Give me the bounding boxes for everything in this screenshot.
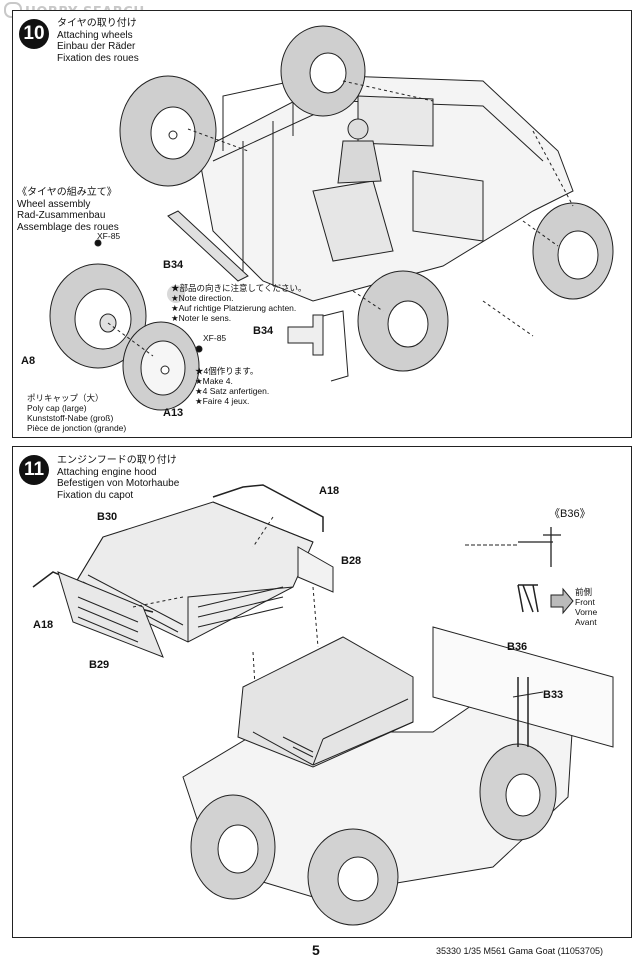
make-note-en: ★Make 4. (195, 376, 233, 386)
sub-title-jp: 《タイヤの組み立て》 (17, 187, 117, 198)
step-number: 11 (23, 459, 45, 480)
paint-code-2: XF-85 (203, 333, 227, 343)
step-title-fr: Fixation des roues (57, 52, 139, 64)
paint-code-1: XF-85 (97, 231, 121, 241)
direction-note-en: ★Note direction. (171, 293, 234, 303)
part-label-b34-detail: B34 (253, 325, 274, 337)
direction-note-de: ★Auf richtige Platzierung achten. (171, 303, 297, 313)
poly-cap-de: Kunststoff-Nabe (groß) (27, 413, 114, 423)
step-11-illustration (32, 484, 614, 926)
make-note-fr: ★Faire 4 jeux. (195, 396, 250, 406)
step-title-en: Attaching engine hood (57, 466, 157, 478)
part-label-a18-left: A18 (33, 619, 54, 631)
step-number-badge: 10 (19, 19, 49, 49)
step-number-badge: 11 (19, 455, 49, 485)
poly-cap-fr: Pièce de jonction (grande) (27, 423, 127, 433)
step-title-jp: タイヤの取り付け (57, 18, 137, 29)
step-11-panel: 11 エンジンフードの取り付け Attaching engine hood Be… (12, 446, 632, 938)
front-de: Vorne (575, 607, 598, 617)
poly-cap-en: Poly cap (large) (27, 403, 87, 413)
front-fr: Avant (575, 617, 597, 627)
make-note-de: ★4 Satz anfertigen. (195, 386, 270, 396)
part-label-b34: B34 (163, 259, 184, 271)
direction-note: ★部品の向きに注意してください。 ★Note direction. ★Auf r… (171, 283, 307, 323)
front-direction-note: 前側 Front Vorne Avant (575, 587, 597, 627)
poly-cap-note: ポリキャップ（大） Poly cap (large) Kunststoff-Na… (27, 393, 126, 433)
direction-note-fr: ★Noter le sens. (171, 313, 232, 323)
step-title-de: Einbau der Räder (57, 41, 136, 52)
step-title-fr: Fixation du capot (57, 489, 134, 501)
part-label-a13: A13 (163, 407, 184, 419)
sub-title-fr: Assemblage des roues (17, 221, 119, 233)
sub-title-de: Rad-Zusammenbau (17, 210, 106, 221)
part-label-a18-top: A18 (319, 485, 340, 497)
step-10-panel: 10 タイヤの取り付け Attaching wheels Einbau der … (12, 10, 632, 438)
part-label-b36: B36 (507, 641, 528, 653)
front-jp: 前側 (575, 587, 593, 597)
part-label-b30: B30 (97, 511, 118, 523)
part-label-b28: B28 (341, 555, 362, 567)
step-title-block: エンジンフードの取り付け Attaching engine hood Befes… (57, 455, 179, 501)
step-10-illustration (49, 25, 614, 411)
step-title-de: Befestigen von Motorhaube (57, 478, 180, 489)
part-label-b36-detail: 《B36》 (549, 508, 591, 520)
step-title-jp: エンジンフードの取り付け (57, 455, 177, 466)
step-title-en: Attaching wheels (57, 29, 133, 41)
page-number: 5 (312, 942, 320, 958)
step-number: 10 (23, 23, 45, 44)
wheel-assembly-title: 《タイヤの組み立て》 Wheel assembly Rad-Zusammenba… (17, 187, 119, 233)
part-label-b33: B33 (543, 689, 564, 701)
direction-note-jp: ★部品の向きに注意してください。 (171, 283, 307, 293)
part-label-a8: A8 (21, 355, 36, 367)
make-note-jp: ★4個作ります。 (195, 366, 259, 376)
product-code: 35330 1/35 M561 Gama Goat (11053705) (436, 946, 603, 956)
front-en: Front (575, 597, 595, 607)
step-title-block: タイヤの取り付け Attaching wheels Einbau der Räd… (57, 18, 139, 64)
make-four-note: ★4個作ります。 ★Make 4. ★4 Satz anfertigen. ★F… (195, 366, 269, 406)
sub-title-en: Wheel assembly (17, 198, 91, 210)
poly-cap-jp: ポリキャップ（大） (27, 393, 104, 403)
part-label-b29: B29 (89, 659, 110, 671)
